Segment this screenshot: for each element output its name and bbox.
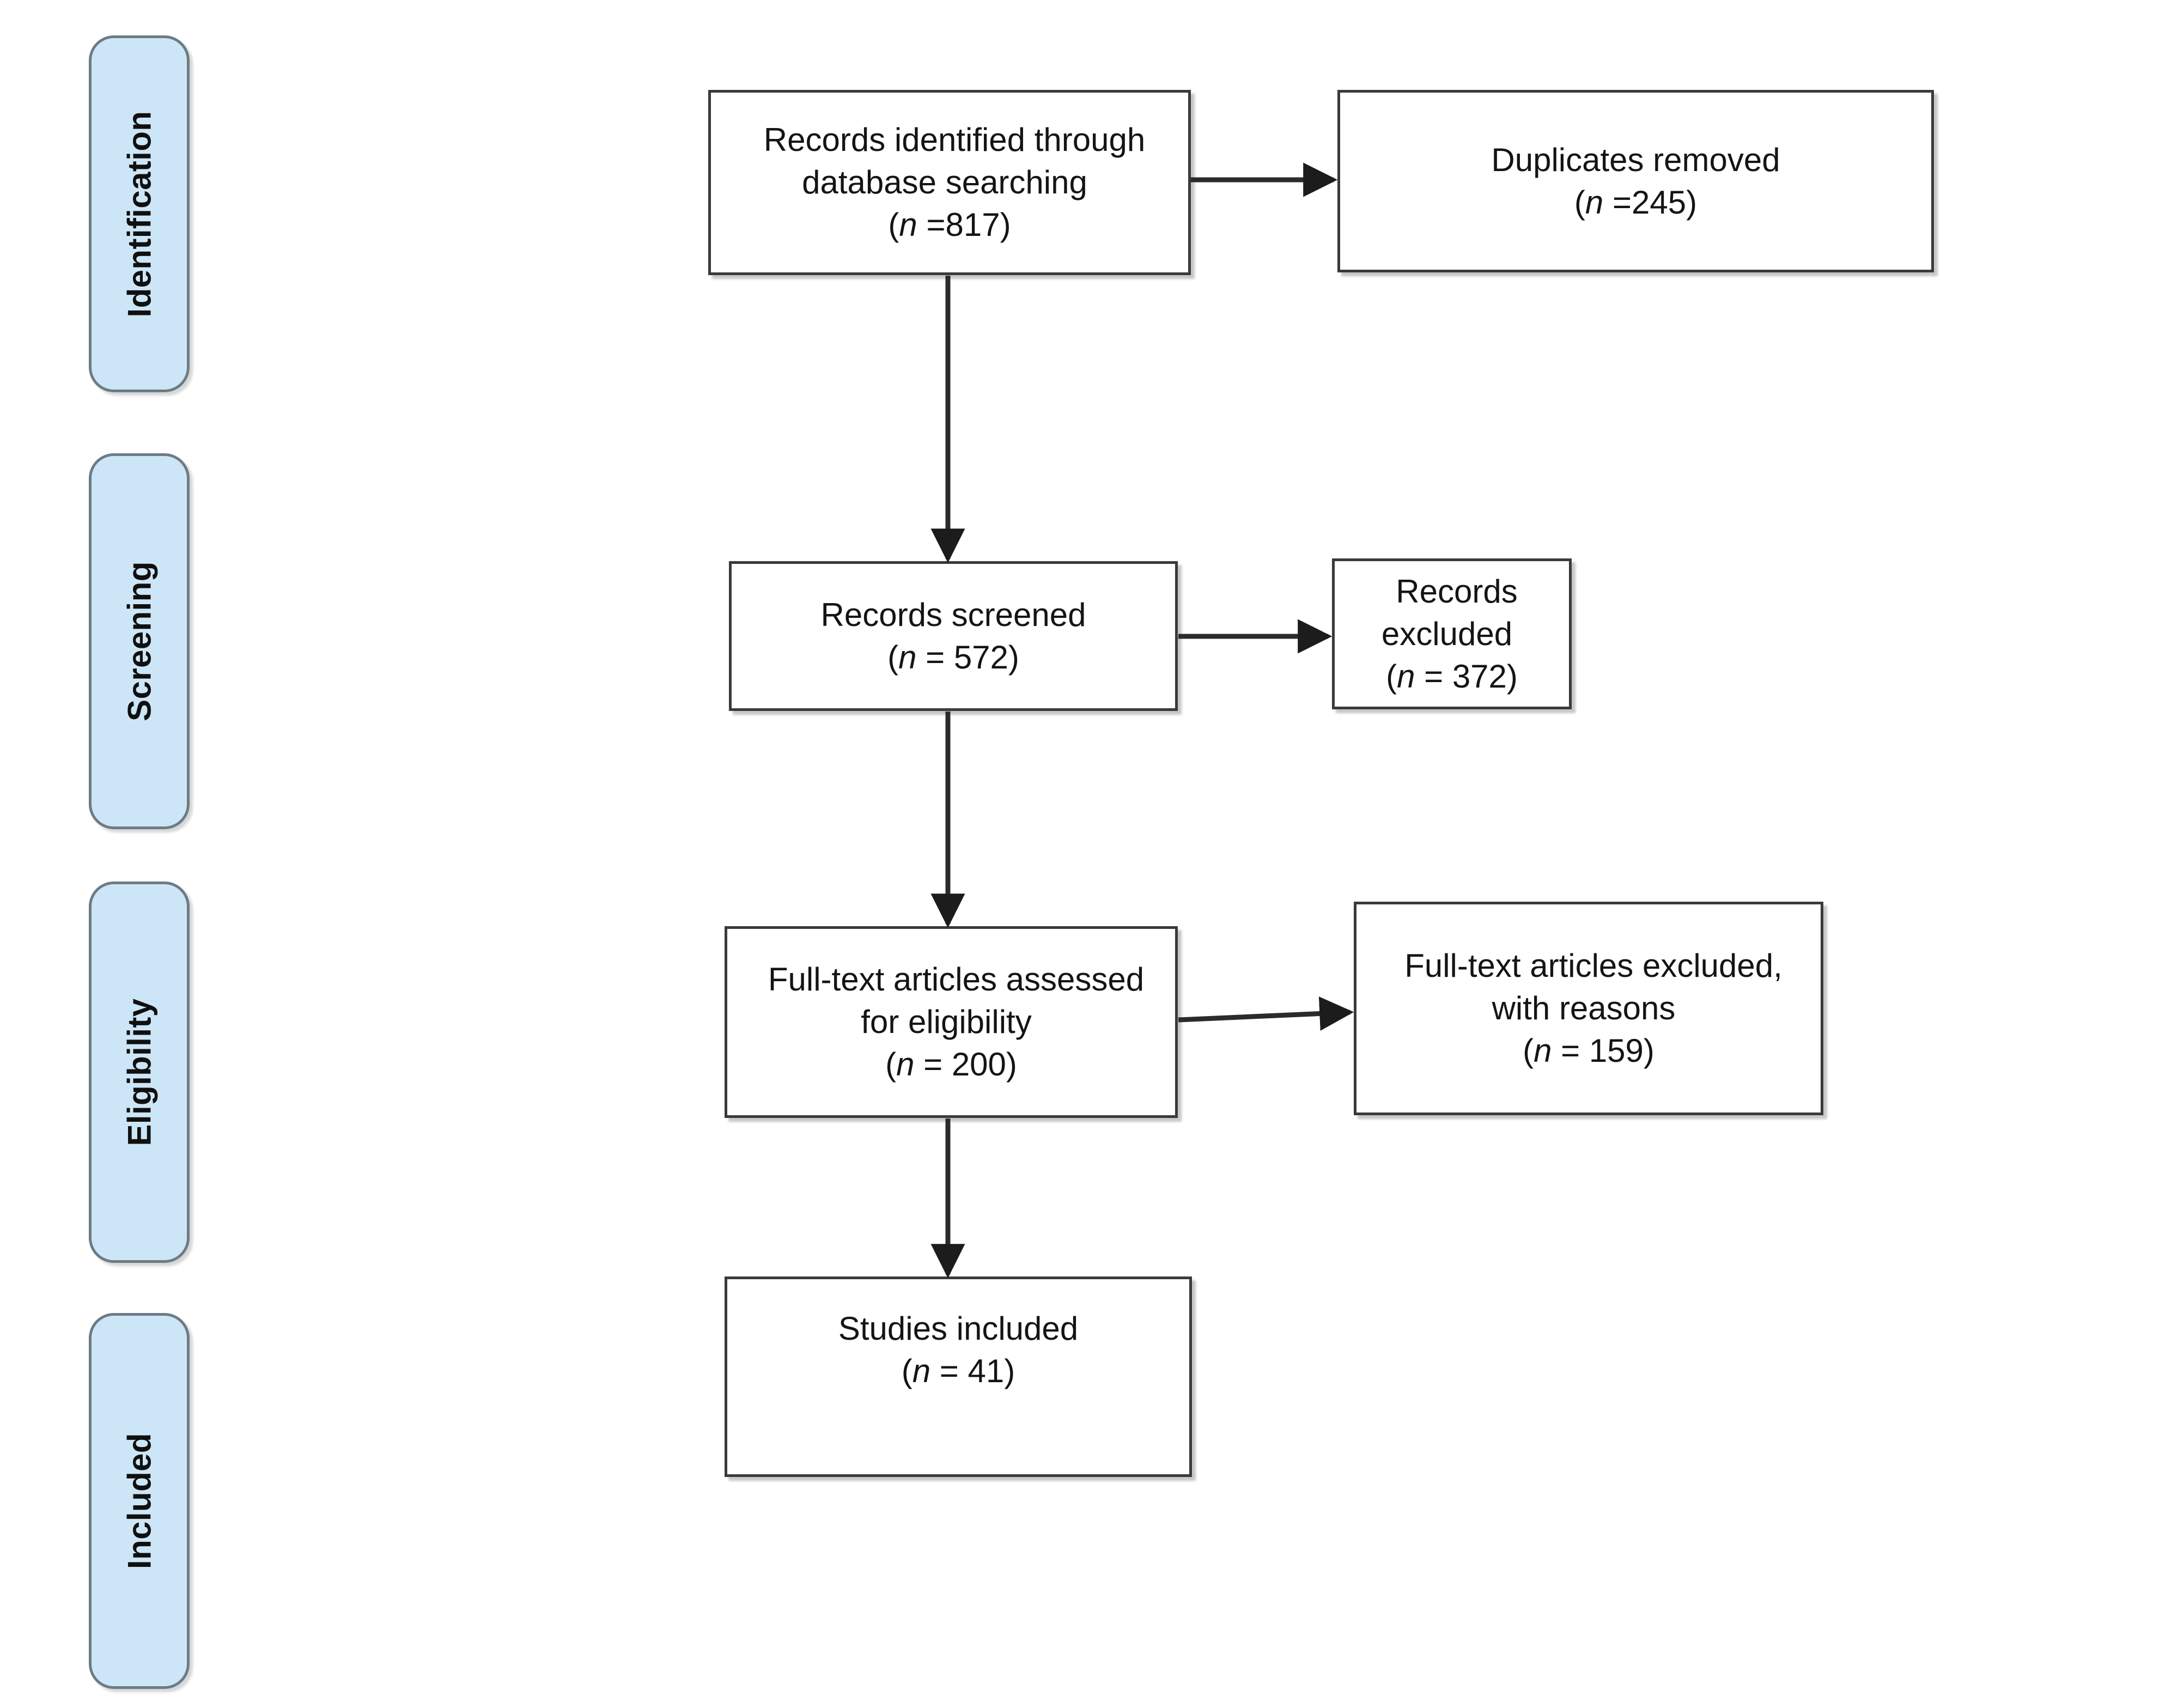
stage-label-screening: Screening <box>121 561 157 721</box>
box-records-identified: Records identified through database sear… <box>708 90 1191 275</box>
box-records-excluded-count: (n = 372) <box>1386 658 1518 695</box>
stage-pill-eligibility: Eligibility <box>89 882 190 1263</box>
box-fulltext-excluded-count: (n = 159) <box>1523 1032 1654 1069</box>
n-value: = 159) <box>1552 1032 1654 1069</box>
box-fulltext-assessed-text: Full-text articles assessed for eligibil… <box>768 961 1145 1040</box>
n-value: = 572) <box>916 639 1019 676</box>
box-fulltext-excluded-text: Full-text articles excluded, with reason… <box>1404 947 1783 1026</box>
box-records-identified-text: Records identified through database sear… <box>763 121 1146 200</box>
box-studies-included: Studies included (n = 41) <box>725 1276 1192 1477</box>
arrow-fulltext-to-excluded <box>1178 996 1354 1031</box>
stage-label-identification: Identification <box>121 111 157 317</box>
n-value: = 41) <box>930 1353 1015 1389</box>
box-duplicates-removed-count: (n =245) <box>1574 184 1698 221</box>
n-symbol: n <box>912 1353 931 1389</box>
stage-label-eligibility: Eligibility <box>121 998 157 1146</box>
box-records-excluded: Records excluded (n = 372) <box>1332 558 1572 709</box>
box-records-screened: Records screened (n = 572) <box>729 561 1178 711</box>
n-symbol: n <box>896 1046 915 1083</box>
n-value: = 200) <box>914 1046 1017 1083</box>
stage-label-included: Included <box>121 1433 157 1569</box>
box-fulltext-assessed: Full-text articles assessed for eligibil… <box>725 926 1178 1118</box>
box-records-excluded-text: Records excluded <box>1381 573 1518 652</box>
box-fulltext-assessed-count: (n = 200) <box>885 1046 1017 1083</box>
stage-pill-identification: Identification <box>89 35 190 392</box>
stage-pill-included: Included <box>89 1313 190 1689</box>
box-studies-included-count: (n = 41) <box>901 1353 1015 1389</box>
box-fulltext-excluded: Full-text articles excluded, with reason… <box>1354 902 1823 1115</box>
n-value: = 372) <box>1415 658 1518 695</box>
n-symbol: n <box>1397 658 1415 695</box>
box-duplicates-removed-text: Duplicates removed <box>1491 141 1780 178</box>
box-records-identified-count: (n =817) <box>888 206 1011 243</box>
box-records-screened-count: (n = 572) <box>887 639 1019 676</box>
box-duplicates-removed: Duplicates removed (n =245) <box>1337 90 1934 272</box>
box-studies-included-text: Studies included <box>838 1310 1079 1347</box>
n-symbol: n <box>1534 1032 1552 1069</box>
n-value: =817) <box>917 206 1011 243</box>
n-symbol: n <box>1585 184 1604 221</box>
n-symbol: n <box>899 206 917 243</box>
n-symbol: n <box>898 639 917 676</box>
stage-pill-screening: Screening <box>89 453 190 829</box>
box-records-screened-text: Records screened <box>820 596 1086 633</box>
n-value: =245) <box>1603 184 1698 221</box>
